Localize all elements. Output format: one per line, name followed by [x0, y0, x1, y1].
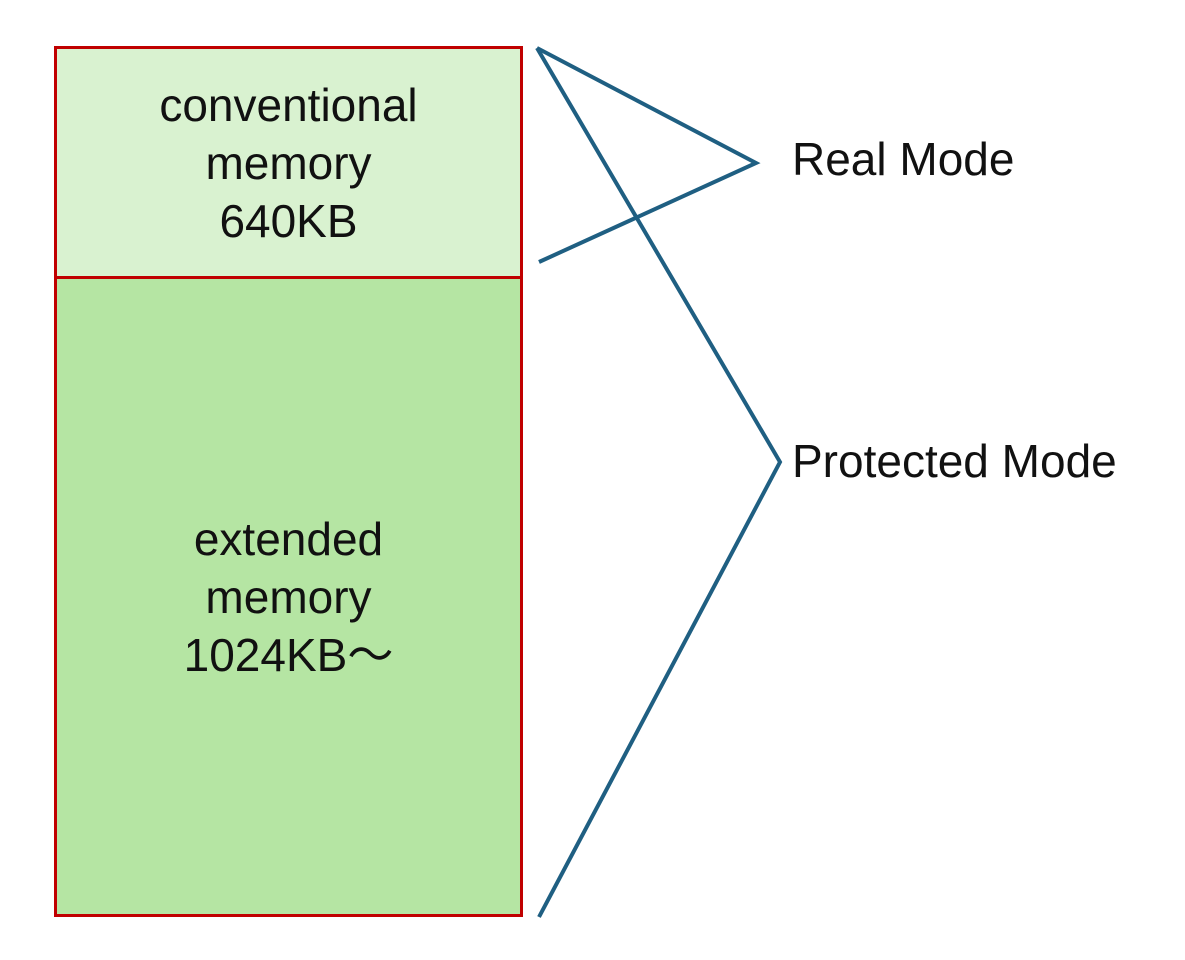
protected-mode-bracket [535, 46, 783, 918]
conventional-memory-block: conventional memory 640KB [54, 46, 523, 279]
extended-memory-text: extended memory 1024KB〜 [184, 510, 394, 684]
extended-memory-line-2: memory [205, 570, 372, 623]
conventional-memory-size: 640KB [219, 194, 358, 247]
real-mode-bracket [536, 46, 761, 264]
extended-memory-block: extended memory 1024KB〜 [54, 276, 523, 917]
real-mode-label: Real Mode [792, 133, 1015, 185]
extended-memory-size: 1024KB〜 [183, 628, 394, 681]
protected-mode-label: Protected Mode [792, 435, 1117, 487]
conventional-memory-line-2: memory [205, 136, 372, 189]
conventional-memory-text: conventional memory 640KB [159, 76, 417, 250]
conventional-memory-line-1: conventional [159, 78, 418, 131]
extended-memory-line-1: extended [193, 512, 384, 565]
